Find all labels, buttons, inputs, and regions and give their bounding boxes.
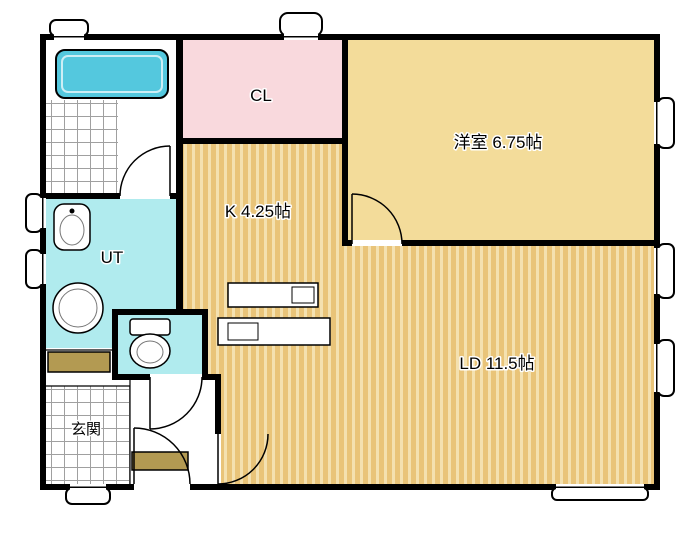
bathtub-inner <box>61 55 163 93</box>
wall-utility-right <box>176 199 183 315</box>
entrance-label: 玄関 <box>71 421 101 438</box>
door-swing-arc <box>217 433 269 485</box>
kitchen-floor <box>183 144 348 309</box>
bathtub <box>55 49 169 99</box>
western-room-label: 洋室 6.75帖 <box>454 133 543 152</box>
window-bottom-left <box>65 484 111 505</box>
toilet-door <box>149 376 203 430</box>
window-pane <box>284 36 318 38</box>
window-sill <box>25 193 43 233</box>
wall-bathroom-bottom-b <box>170 193 183 199</box>
sink-basin <box>53 203 91 251</box>
toilet <box>129 318 171 369</box>
window-pane <box>656 102 658 144</box>
wall-toilet-top <box>112 309 208 315</box>
windows <box>25 12 675 505</box>
window-pane <box>556 486 644 488</box>
sink-bowl <box>59 214 85 246</box>
wall-toilet-left <box>112 309 118 380</box>
bathroom-door <box>119 145 171 197</box>
sink-faucet <box>69 208 75 214</box>
window-right-3 <box>654 339 675 397</box>
window-left-1 <box>25 193 46 233</box>
window-pane <box>42 254 44 284</box>
entrance-opening <box>134 484 190 490</box>
window-sill <box>49 19 89 37</box>
wall-closet-bottom <box>176 138 342 144</box>
window-pane <box>656 248 658 294</box>
entrance-mat <box>131 451 189 471</box>
doors <box>119 145 403 490</box>
window-sill <box>279 12 323 37</box>
living-dining-label: LD 11.5帖 <box>459 354 534 373</box>
door-swing-arc <box>119 145 171 197</box>
window-left-2 <box>25 249 46 289</box>
western-room-floor <box>348 40 654 240</box>
washing-machine <box>52 282 104 334</box>
window-sill <box>657 339 675 397</box>
wall-toilet-right <box>202 309 208 380</box>
window-top-center <box>279 12 323 40</box>
closet-label: CL <box>250 86 272 105</box>
ld-floor-left <box>221 374 348 484</box>
washer-drum <box>58 288 98 328</box>
wall-bathroom-right <box>176 34 183 199</box>
ld-floor-main <box>348 246 654 484</box>
wall-western-left <box>342 34 348 246</box>
window-sill <box>25 249 43 289</box>
window-pane <box>70 486 106 488</box>
western-room-door <box>351 193 403 245</box>
counter-sink <box>227 322 259 341</box>
window-top-left <box>49 19 89 40</box>
door-swing-arc <box>133 427 191 485</box>
toilet-tank <box>129 318 171 336</box>
wall-hall-top <box>208 374 221 380</box>
kitchen-label: K 4.25帖 <box>225 202 291 221</box>
entrance-tile-floor <box>46 386 130 484</box>
bathroom-tile-floor <box>46 100 118 193</box>
utility-mat <box>47 351 111 373</box>
window-right-2 <box>654 243 675 299</box>
window-pane <box>656 344 658 392</box>
window-pane <box>54 36 84 38</box>
entrance-door <box>133 427 191 485</box>
window-sill <box>657 243 675 299</box>
wall-hall-right <box>215 374 221 434</box>
wall-outer-bottom <box>40 484 660 490</box>
wall-toilet-bottom <box>112 374 150 380</box>
entrance-step <box>46 349 131 484</box>
window-sill <box>65 487 111 505</box>
utility-label: UT <box>101 248 124 267</box>
kitchen-counter <box>217 282 331 346</box>
washer-outline <box>52 282 104 334</box>
wall-outer-top <box>40 34 660 40</box>
utility-sink <box>53 203 91 251</box>
closet-floor <box>183 40 342 138</box>
wall-western-bottom-b <box>402 240 654 246</box>
living-dining-door <box>217 433 269 485</box>
door-swing-arc <box>149 376 203 430</box>
window-right-1 <box>654 97 675 149</box>
door-swing-arc <box>351 193 403 245</box>
bathtub-outline <box>55 49 169 99</box>
wall-bathroom-bottom-a <box>40 193 120 199</box>
window-bottom-right <box>551 484 649 501</box>
window-pane <box>42 198 44 228</box>
floor-mats <box>47 351 189 471</box>
toilet-seat <box>136 340 164 364</box>
counter-stove <box>291 286 315 304</box>
window-sill <box>657 97 675 149</box>
wall-western-bottom-a <box>348 240 352 246</box>
